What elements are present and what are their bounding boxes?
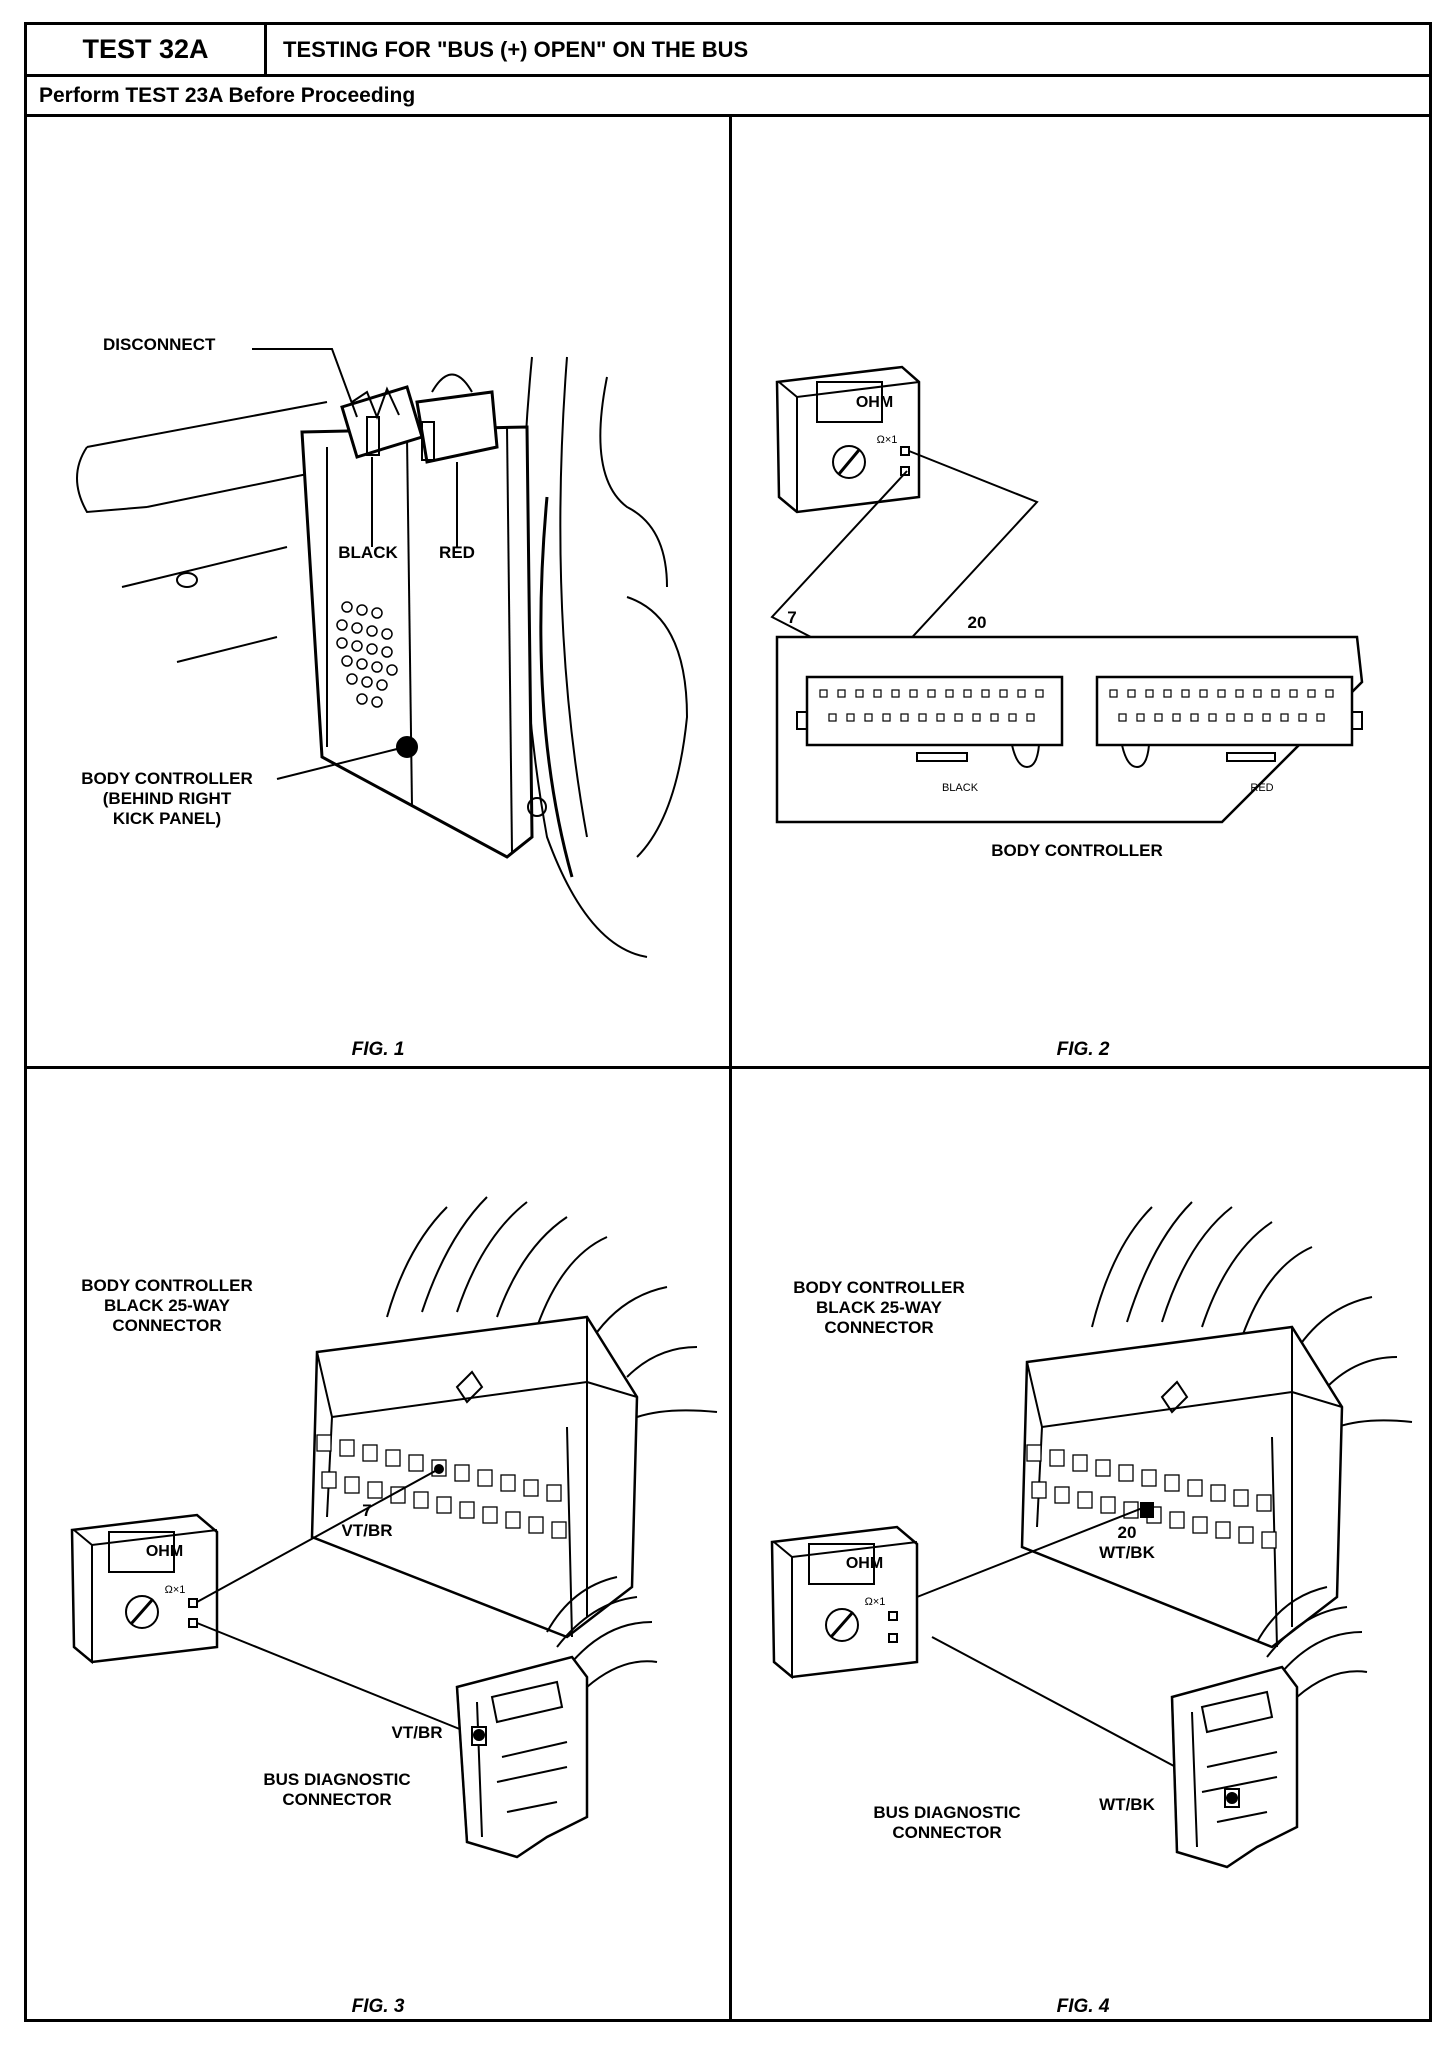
fig4-diag-connector-line2: CONNECTOR bbox=[892, 1823, 1002, 1842]
fig2-illustration bbox=[770, 365, 1364, 824]
fig3-connector-label-line3: CONNECTOR bbox=[112, 1316, 222, 1335]
test-title: TESTING FOR "BUS (+) OPEN" ON THE BUS bbox=[283, 37, 749, 62]
body-controller-location-line1: (BEHIND RIGHT bbox=[102, 789, 232, 808]
fig3-diag-connector-line2: CONNECTOR bbox=[282, 1790, 392, 1809]
fig4-connector-label-line3: CONNECTOR bbox=[824, 1318, 934, 1337]
fig4-meter-range: Ω×1 bbox=[864, 1596, 886, 1608]
fig3-pin-label: 7 bbox=[362, 1501, 372, 1520]
fig1-illustration bbox=[76, 348, 689, 958]
body-controller-label: BODY CONTROLLER bbox=[81, 769, 253, 788]
test-sheet: TEST 32A TESTING FOR "BUS (+) OPEN" ON T… bbox=[24, 22, 1432, 2022]
figures-drawing bbox=[70, 348, 1413, 1869]
fig3-diag-wire-label: VT/BR bbox=[391, 1723, 443, 1742]
fig2-pin-20-label: 20 bbox=[967, 613, 987, 632]
fig2-meter-range: Ω×1 bbox=[876, 434, 898, 446]
red-connector-label: RED bbox=[439, 543, 475, 562]
disconnect-label: DISCONNECT bbox=[103, 335, 216, 354]
fig3-wire-color-label: VT/BR bbox=[341, 1521, 393, 1540]
fig4-wire-color-label: WT/BK bbox=[1099, 1543, 1155, 1562]
grid-divider-horizontal bbox=[27, 1066, 1429, 1069]
body-controller-location-line2: KICK PANEL) bbox=[112, 809, 222, 828]
fig3-meter-display: OHM bbox=[145, 1543, 184, 1560]
fig2-body-controller-label: BODY CONTROLLER bbox=[991, 841, 1163, 860]
fig4-pin-label: 20 bbox=[1117, 1523, 1137, 1542]
fig3-caption: FIG. 3 bbox=[351, 1996, 405, 2017]
fig4-diag-connector-line1: BUS DIAGNOSTIC bbox=[873, 1803, 1021, 1822]
fig4-connector-label-line1: BODY CONTROLLER bbox=[793, 1278, 965, 1297]
fig4-diag-wire-label: WT/BK bbox=[1099, 1795, 1155, 1814]
fig2-caption: FIG. 2 bbox=[1056, 1039, 1110, 1060]
test-id: TEST 32A bbox=[27, 25, 267, 74]
grid-divider-vertical bbox=[729, 117, 732, 2022]
fig3-connector-label-line2: BLACK 25-WAY bbox=[104, 1296, 230, 1315]
prerequisite-note: Perform TEST 23A Before Proceeding bbox=[27, 77, 1429, 117]
fig4-caption: FIG. 4 bbox=[1056, 1996, 1110, 2017]
fig2-pin-7-label: 7 bbox=[787, 608, 797, 627]
fig4-illustration bbox=[770, 1201, 1413, 1869]
fig3-connector-label-line1: BODY CONTROLLER bbox=[81, 1276, 253, 1295]
fig2-red-connector-label: RED bbox=[1250, 782, 1274, 794]
fig3-meter-range: Ω×1 bbox=[164, 1584, 186, 1596]
fig1-caption: FIG. 1 bbox=[351, 1039, 405, 1060]
fig3-diag-connector-line1: BUS DIAGNOSTIC bbox=[263, 1770, 411, 1789]
black-connector-label: BLACK bbox=[338, 543, 398, 562]
fig4-connector-label-line2: BLACK 25-WAY bbox=[816, 1298, 942, 1317]
fig4-meter-display: OHM bbox=[845, 1555, 884, 1572]
fig2-black-connector-label: BLACK bbox=[941, 782, 979, 794]
fig3-illustration bbox=[70, 1196, 718, 1859]
header-bar: TEST 32A TESTING FOR "BUS (+) OPEN" ON T… bbox=[27, 25, 1429, 77]
fig2-meter-display: OHM bbox=[855, 394, 894, 411]
